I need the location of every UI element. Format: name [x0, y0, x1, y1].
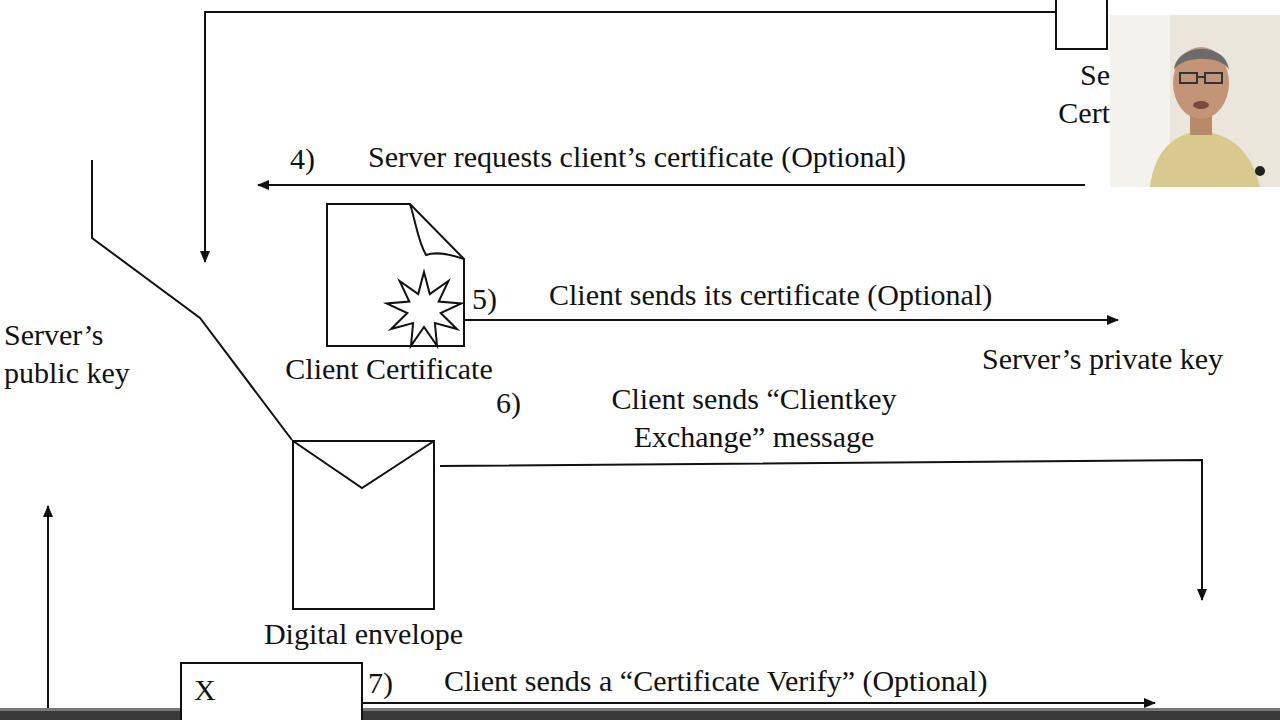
document-outline: [326, 203, 465, 347]
webcam-background: [1110, 15, 1280, 187]
callout-number: 6): [496, 384, 521, 422]
arrow-label: Server requests client’s certificate (Op…: [368, 138, 906, 176]
page-fold: [410, 204, 464, 259]
person-mouth: [1193, 101, 1209, 109]
envelope-icon: Digital envelope: [292, 440, 435, 610]
certificate-icon: Client Certificate: [326, 203, 465, 347]
person-shirt: [1150, 131, 1260, 187]
envelope-flap: [293, 441, 434, 488]
node-text: Digital envelope: [222, 616, 505, 652]
seal-star: [387, 272, 462, 346]
microphone: [1255, 166, 1265, 176]
arrow-label: Client sends its certificate (Optional): [549, 276, 992, 314]
glasses-bridge: [1197, 76, 1205, 78]
certificate-box: Se Cert: [1055, 0, 1108, 50]
glasses-right: [1205, 73, 1222, 83]
node-text: Client Certificate: [279, 349, 499, 388]
flow-line: [92, 160, 292, 440]
arrow-label: Client sends a “Certificate Verify” (Opt…: [444, 662, 987, 700]
node-text: X: [194, 672, 254, 708]
callout-number: 5): [472, 280, 497, 318]
signature-box: X: [180, 662, 363, 720]
envelope-outline: [292, 440, 435, 610]
webcam-overlay: [1110, 15, 1280, 187]
person-head: [1173, 47, 1229, 119]
flow-arrow: [440, 460, 1202, 600]
glasses-left: [1180, 73, 1197, 83]
flow-arrow: [363, 702, 1155, 704]
flow-arrow: [465, 319, 1118, 321]
flow-arrow: [258, 184, 1085, 186]
arrow-label: Client sends “Clientkey Exchange” messag…: [558, 380, 950, 457]
callout-number: 4): [290, 140, 315, 178]
document-shape: [327, 204, 464, 346]
person-hair: [1174, 49, 1229, 70]
node-text: Se Cert: [1048, 56, 1110, 131]
flow-arrow: [47, 506, 49, 720]
envelope-body: [293, 441, 434, 609]
callout-number: 7): [368, 664, 393, 702]
key-label: Server’s public key: [4, 316, 144, 393]
key-label: Server’s private key: [982, 340, 1223, 378]
